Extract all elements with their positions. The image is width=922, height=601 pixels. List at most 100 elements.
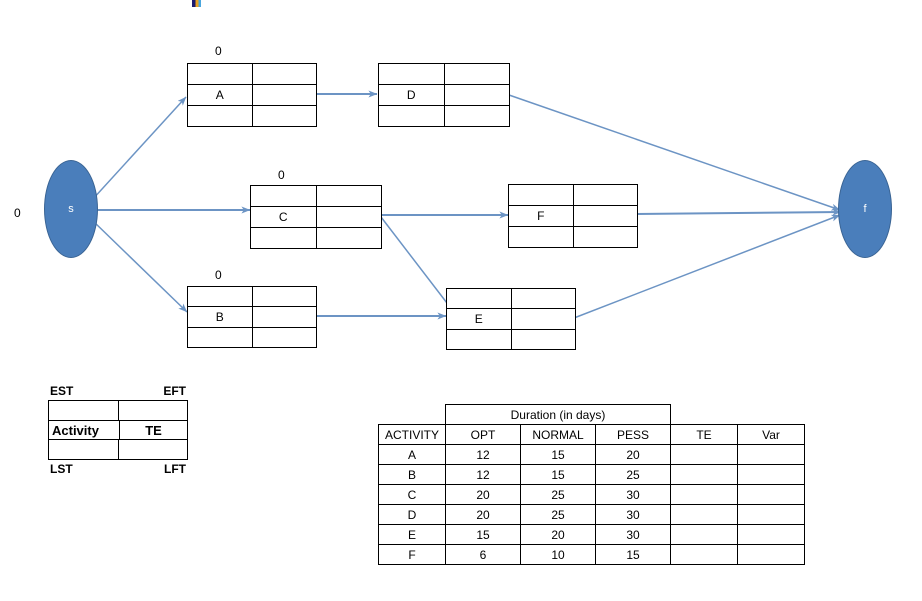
table-row: B 12 15 25 [378, 464, 805, 485]
activity-E-eft-cell[interactable] [512, 289, 576, 308]
cell-te[interactable] [670, 464, 738, 485]
activity-A-lft-cell[interactable] [253, 106, 317, 126]
start-zero-label: 0 [14, 206, 21, 220]
legend-cell-lst [49, 440, 119, 460]
table-row: F 6 10 15 [378, 544, 805, 565]
col-header-normal: NORMAL [520, 424, 596, 445]
activity-B-lft-cell[interactable] [253, 328, 317, 347]
activity-D-name-cell[interactable]: D [379, 85, 445, 105]
col-header-pess: PESS [595, 424, 671, 445]
activity-box-E[interactable]: E [446, 288, 576, 350]
activity-C-row-top [251, 186, 381, 207]
clipped-logo-artifact [192, 0, 201, 7]
activity-F-name-cell[interactable]: F [509, 206, 574, 226]
activity-D-est-cell[interactable] [379, 64, 445, 84]
cell-var[interactable] [737, 504, 805, 525]
activity-C-est-cell[interactable] [251, 186, 317, 206]
cell-var[interactable] [737, 464, 805, 485]
activity-F-lft-cell[interactable] [574, 227, 638, 247]
cell-var[interactable] [737, 544, 805, 565]
activity-C-row-bot [251, 228, 381, 248]
col-header-opt: OPT [445, 424, 521, 445]
activity-A-lst-cell[interactable] [188, 106, 253, 126]
activity-A-eft-cell[interactable] [253, 64, 317, 84]
table-row: D 20 25 30 [378, 504, 805, 525]
cell-var[interactable] [737, 444, 805, 465]
activity-E-lft-cell[interactable] [512, 330, 576, 349]
node-start-label: s [68, 203, 74, 215]
activity-D-lft-cell[interactable] [445, 106, 510, 126]
cell-pess: 25 [595, 464, 671, 485]
activity-C-lst-cell[interactable] [251, 228, 317, 248]
cell-opt: 6 [445, 544, 521, 565]
activity-A-te-cell[interactable] [253, 85, 317, 105]
activity-B-est-cell[interactable] [188, 287, 253, 307]
activity-C-row-mid: C [251, 207, 381, 228]
activity-D-row-mid: D [379, 85, 509, 106]
activity-B-lst-cell[interactable] [188, 327, 253, 347]
node-finish[interactable]: f [838, 160, 892, 258]
legend-cell-activity: Activity [49, 420, 120, 440]
activity-B-name-cell[interactable]: B [188, 307, 253, 327]
activity-E-est-cell[interactable] [447, 289, 512, 309]
cell-opt: 15 [445, 524, 521, 545]
activity-B-row-top [188, 287, 317, 308]
edge-E-f [573, 214, 841, 319]
activity-E-lst-cell[interactable] [447, 329, 512, 349]
cell-te[interactable] [670, 504, 738, 525]
legend-row-mid: Activity TE [49, 420, 187, 441]
activity-A-row-bot [188, 106, 316, 126]
activity-B-eft-cell[interactable] [253, 287, 317, 306]
table-row: C 20 25 30 [378, 484, 805, 505]
activity-F-eft-cell[interactable] [574, 185, 638, 205]
activity-E-te-cell[interactable] [512, 309, 576, 328]
node-start[interactable]: s [44, 160, 98, 258]
cell-pess: 15 [595, 544, 671, 565]
activity-E-name-cell[interactable]: E [447, 309, 512, 329]
activity-F-row-mid: F [509, 206, 637, 227]
activity-F-lst-cell[interactable] [509, 227, 574, 247]
cell-pess: 30 [595, 524, 671, 545]
cell-te[interactable] [670, 444, 738, 465]
cell-var[interactable] [737, 484, 805, 505]
duration-table-body: Duration (in days) ACTIVITY OPT NORMAL P… [378, 404, 805, 565]
cell-te[interactable] [670, 484, 738, 505]
activity-D-eft-cell[interactable] [445, 64, 510, 84]
cell-pess: 30 [595, 484, 671, 505]
cell-pess: 30 [595, 504, 671, 525]
cell-normal: 25 [520, 504, 596, 525]
cell-te[interactable] [670, 544, 738, 565]
activity-D-te-cell[interactable] [445, 85, 510, 105]
cell-normal: 20 [520, 524, 596, 545]
activity-E-row-mid: E [447, 309, 576, 330]
activity-box-A[interactable]: A [187, 63, 317, 127]
activity-C-eft-cell[interactable] [317, 186, 382, 206]
legend-top-labels: EST EFT [48, 384, 188, 398]
duration-table: Duration (in days) ACTIVITY OPT NORMAL P… [378, 404, 805, 565]
activity-D-row-bot [379, 106, 509, 126]
activity-A-name-cell[interactable]: A [188, 85, 253, 105]
activity-F-te-cell[interactable] [574, 206, 638, 226]
activity-E-row-bot [447, 329, 576, 349]
cell-activity: D [378, 504, 446, 525]
col-header-activity: ACTIVITY [378, 424, 446, 445]
activity-F-est-cell[interactable] [509, 185, 574, 205]
activity-B-te-cell[interactable] [253, 307, 317, 326]
activity-C-te-cell[interactable] [317, 207, 382, 227]
cell-pess: 20 [595, 444, 671, 465]
duration-group-header: Duration (in days) [445, 404, 671, 425]
activity-box-D[interactable]: D [378, 63, 510, 127]
cell-te[interactable] [670, 524, 738, 545]
activity-C-lft-cell[interactable] [317, 228, 382, 248]
activity-A-est-cell[interactable] [188, 64, 253, 84]
cell-var[interactable] [737, 524, 805, 545]
activity-D-lst-cell[interactable] [379, 106, 445, 126]
activity-C-name-cell[interactable]: C [251, 207, 317, 227]
activity-box-C[interactable]: C [250, 185, 382, 249]
duration-table-header-row: ACTIVITY OPT NORMAL PESS TE Var [378, 424, 805, 445]
legend-cell-est [49, 401, 119, 420]
activity-box-B[interactable]: B [187, 286, 317, 348]
activity-box-F[interactable]: F [508, 184, 638, 248]
cell-activity: C [378, 484, 446, 505]
